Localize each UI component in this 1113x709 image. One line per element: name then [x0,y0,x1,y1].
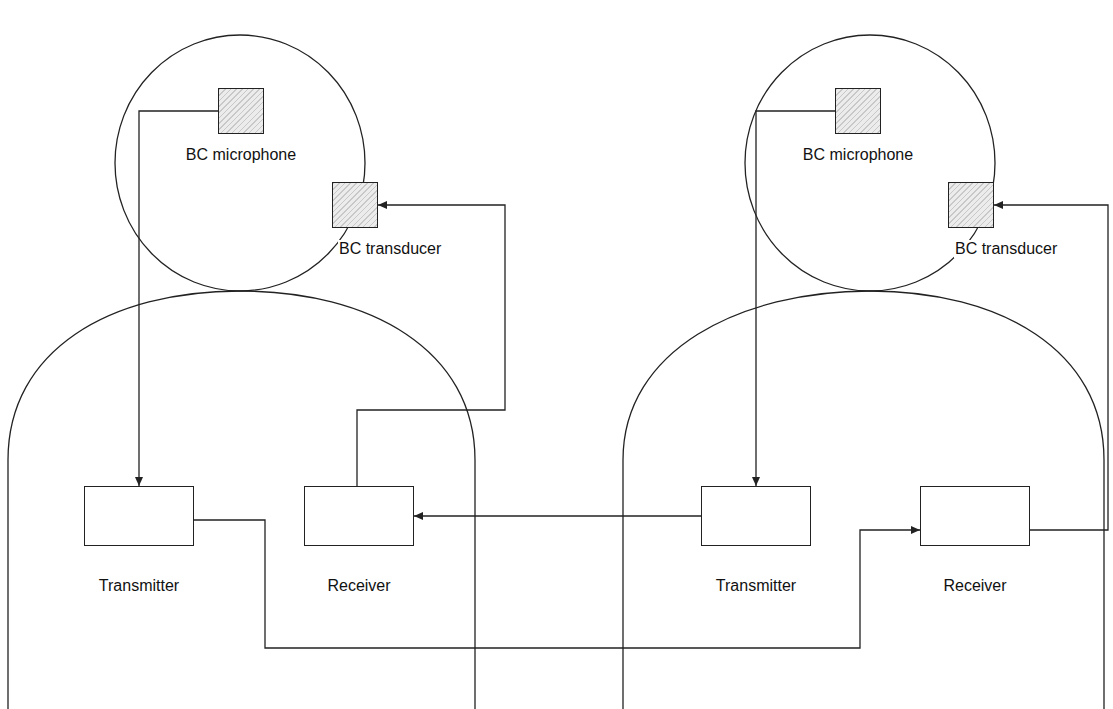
part-label: BC transducer [954,240,1058,258]
part-label: Transmitter [715,577,797,595]
part-label: Receiver [942,577,1007,595]
signal-connector [194,520,920,648]
block-outline [701,486,811,546]
bc-microphone: BC microphone [218,88,264,134]
part-label: BC transducer [338,240,442,258]
bc-microphone: BC microphone [835,88,881,134]
block-outline [84,486,194,546]
part-label: Receiver [326,577,391,595]
hatched-square [332,182,378,228]
receiver-box: Receiver [304,486,414,546]
part-label: BC microphone [185,146,297,164]
hatched-square [218,88,264,134]
block-outline [304,486,414,546]
signal-connector [139,111,218,486]
receiver-box: Receiver [920,486,1030,546]
hatched-square [835,88,881,134]
signal-connector [414,515,701,516]
transmitter-box: Transmitter [701,486,811,546]
part-label: Transmitter [98,577,180,595]
transmitter-box: Transmitter [84,486,194,546]
bc-transducer: BC transducer [332,182,378,228]
bc-transducer: BC transducer [948,182,994,228]
body-outline [8,291,475,709]
head-outline [115,35,365,291]
part-label: BC microphone [802,146,914,164]
block-outline [920,486,1030,546]
signal-connector [756,111,835,486]
hatched-square [948,182,994,228]
body-outline [623,291,1104,709]
